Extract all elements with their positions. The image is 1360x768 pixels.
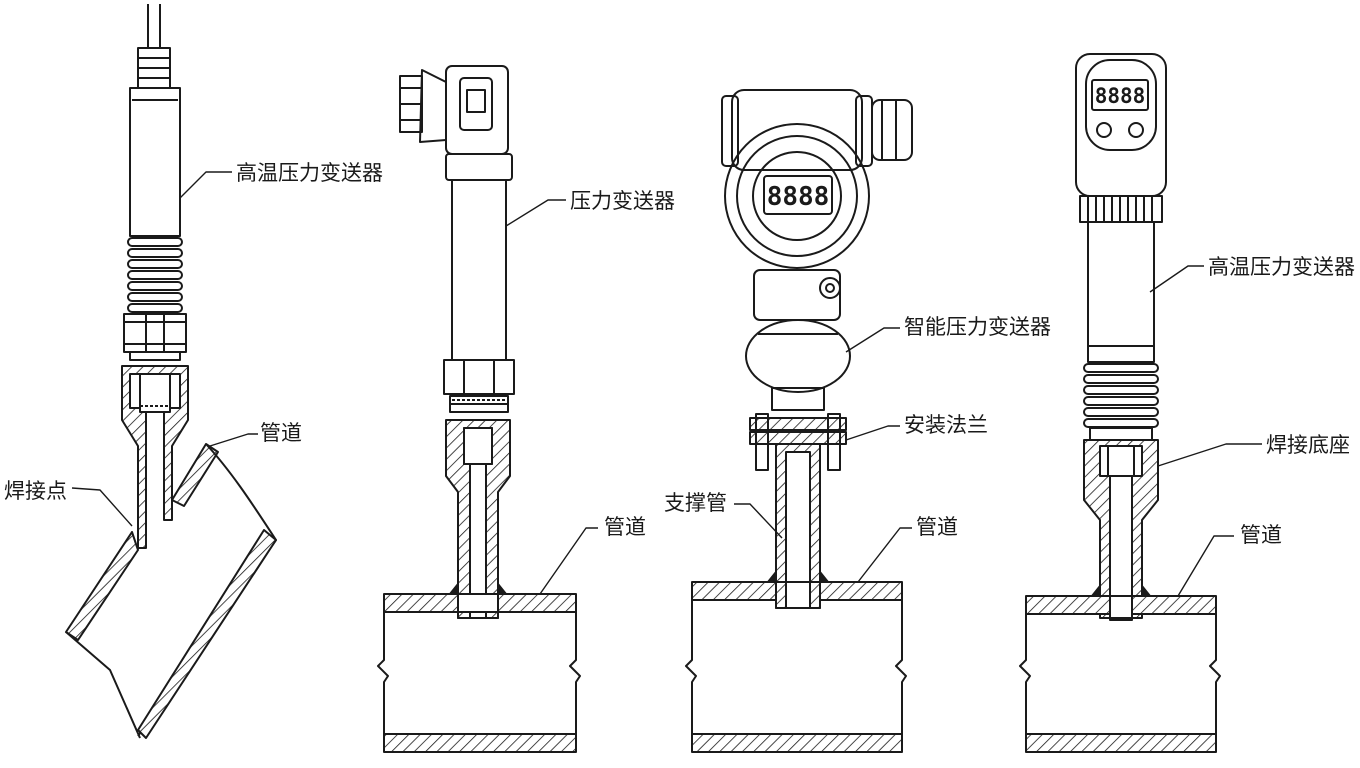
leader-pipe-4 (1177, 535, 1234, 597)
transmitter-body (1087, 221, 1155, 363)
sensor-ball (745, 319, 851, 393)
label-pipe-2: 管道 (604, 515, 646, 539)
din-connector (445, 65, 509, 155)
transmitter-body (451, 179, 507, 361)
leader-high-temp (179, 171, 232, 199)
button-right (1128, 122, 1144, 138)
label-support-tube: 支撑管 (664, 491, 727, 515)
display-head (1075, 53, 1167, 197)
label-smart-transmitter: 智能压力变送器 (904, 315, 1051, 339)
weld-fitting (121, 365, 189, 549)
angled-pipe (65, 531, 139, 641)
label-weld-point: 焊接点 (4, 479, 67, 503)
button-left (1096, 122, 1112, 138)
label-weld-base: 焊接底座 (1266, 433, 1350, 457)
figure-1-high-temp-angled (65, 4, 277, 739)
leader-pipe-1 (209, 433, 258, 447)
pipe-3 (685, 571, 907, 753)
leader-support (734, 503, 783, 539)
leader-weld-base (1157, 443, 1262, 467)
display-cover (724, 123, 870, 269)
leader-flange (845, 425, 900, 441)
label-pipe-3: 管道 (916, 515, 958, 539)
label-high-temp-transmitter-4: 高温压力变送器 (1208, 255, 1355, 279)
cable-gland (871, 99, 913, 161)
figure-4-digital-transmitter: 8888 (1019, 53, 1262, 753)
labels: 高温压力变送器 管道 焊接点 压力变送器 管道 智能压力变送器 安装法兰 支撑管… (4, 161, 1355, 547)
lcd-digits: 8888 (1095, 84, 1146, 108)
leader-pipe-2 (539, 527, 598, 595)
hex-nut (443, 359, 515, 395)
cooling-fins (1083, 363, 1159, 428)
cable (147, 4, 161, 48)
transmitter-body (129, 87, 181, 237)
lcd-screen (763, 175, 833, 215)
housing (731, 89, 863, 171)
leader-pipe-3 (857, 527, 912, 583)
figure-2-pressure-transmitter (377, 65, 598, 753)
mounting-flange (749, 417, 847, 431)
leader-weld-point (71, 487, 133, 527)
lcd-screen (1091, 79, 1149, 111)
label-mounting-flange: 安装法兰 (904, 413, 988, 437)
leader-high-temp-4 (1149, 265, 1204, 293)
lcd-digits: 8888 (767, 182, 830, 212)
label-high-temp-transmitter-1: 高温压力变送器 (236, 161, 383, 185)
cooling-fins (127, 237, 183, 313)
pipe-2 (377, 583, 581, 753)
label-pipe-4: 管道 (1240, 523, 1282, 547)
leader-smart (845, 327, 900, 353)
leader-pressure (505, 199, 566, 227)
label-pressure-transmitter: 压力变送器 (570, 189, 675, 213)
figure-3-smart-transmitter: 8888 (685, 89, 913, 753)
pipe-4 (1019, 585, 1221, 753)
hex-nut (123, 313, 187, 353)
label-pipe-1: 管道 (260, 421, 302, 445)
